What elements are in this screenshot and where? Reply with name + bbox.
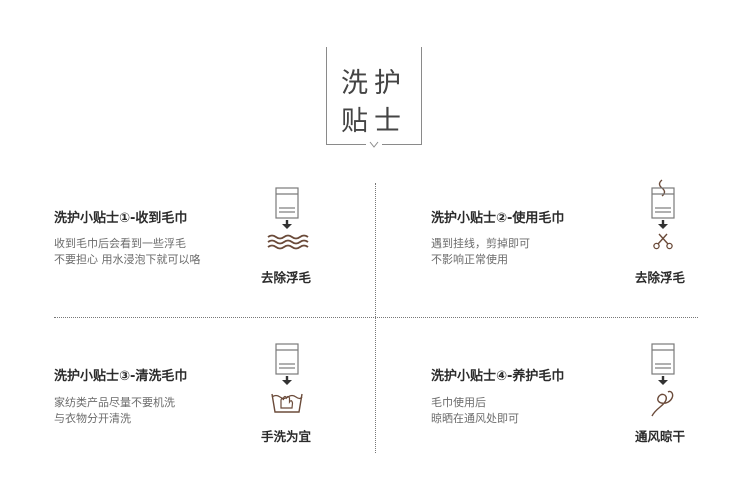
towel-hand-wash-icon bbox=[271, 343, 303, 413]
tip-desc-line-2: 晾晒在通风处即可 bbox=[431, 412, 519, 425]
vertical-divider bbox=[375, 183, 376, 453]
title-frame: 洗护 贴士 bbox=[326, 47, 422, 148]
tip-title: 洗护小贴士③-清洗毛巾 bbox=[54, 369, 188, 384]
tip-caption: 手洗为宜 bbox=[261, 429, 312, 444]
tip-title: 洗护小贴士①-收到毛巾 bbox=[54, 211, 188, 226]
tip-title: 洗护小贴士④-养护毛巾 bbox=[431, 369, 565, 384]
tip-desc-line-1: 毛巾使用后 bbox=[431, 396, 486, 409]
towel-air-dry-icon bbox=[651, 343, 675, 417]
tip-desc-line-2: 不影响正常使用 bbox=[431, 253, 508, 266]
tip-title: 洗护小贴士②-使用毛巾 bbox=[431, 211, 565, 226]
tip-desc-line-1: 家纺类产品尽量不要机洗 bbox=[54, 396, 175, 409]
tip-desc-line-2: 与衣物分开清洗 bbox=[54, 412, 131, 425]
chevron-down-icon bbox=[369, 141, 379, 148]
horizontal-divider bbox=[54, 317, 698, 318]
page-title-line-2: 贴士 bbox=[341, 106, 407, 137]
tip-caption: 去除浮毛 bbox=[635, 270, 686, 285]
towel-water-waves-icon bbox=[267, 187, 309, 250]
tip-desc-line-1: 收到毛巾后会看到一些浮毛 bbox=[54, 237, 186, 250]
tip-caption: 去除浮毛 bbox=[261, 270, 312, 285]
tip-desc-line-1: 遇到挂线，剪掉即可 bbox=[431, 237, 530, 250]
towel-scissors-icon bbox=[651, 179, 675, 250]
tip-desc-line-2: 不要担心 用水浸泡下就可以咯 bbox=[54, 253, 201, 266]
tip-caption: 通风晾干 bbox=[635, 429, 686, 444]
page-title-line-1: 洗护 bbox=[341, 68, 407, 99]
